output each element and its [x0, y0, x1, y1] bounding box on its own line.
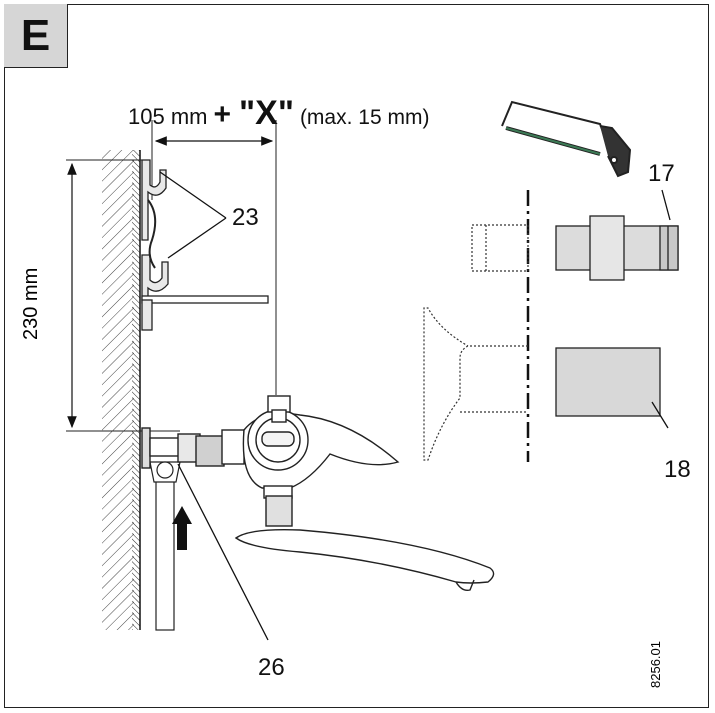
max-note: (max. 15 mm)	[299, 106, 430, 129]
callout-26: 26	[258, 654, 285, 681]
callout-17: 17	[648, 160, 675, 187]
step-label: E	[4, 4, 68, 68]
width-dimension	[151, 120, 277, 395]
diagram-frame	[4, 4, 709, 708]
callout-23: 23	[232, 204, 259, 231]
part-18	[555, 347, 661, 417]
callout-18: 18	[664, 456, 691, 483]
width-dimension-label: 105 mm+"X"(max. 15 mm)	[128, 94, 429, 133]
wall-bracket	[141, 159, 269, 331]
supply-pipe	[149, 461, 181, 631]
wall	[102, 150, 141, 630]
mixer-valve	[141, 395, 400, 527]
removed-parts	[423, 224, 529, 461]
plus-sign: +	[213, 98, 232, 131]
spout	[234, 529, 495, 592]
height-dimension-label: 230 mm	[20, 267, 42, 340]
height-dimension	[66, 159, 180, 432]
width-value: 105 mm	[128, 104, 208, 129]
document-number: 8256.01	[648, 641, 663, 688]
hacksaw-icon	[501, 100, 632, 178]
variable-x: "X"	[239, 94, 294, 132]
leader-lines	[159, 171, 671, 641]
flow-arrow	[172, 506, 192, 550]
part-17	[555, 215, 679, 281]
